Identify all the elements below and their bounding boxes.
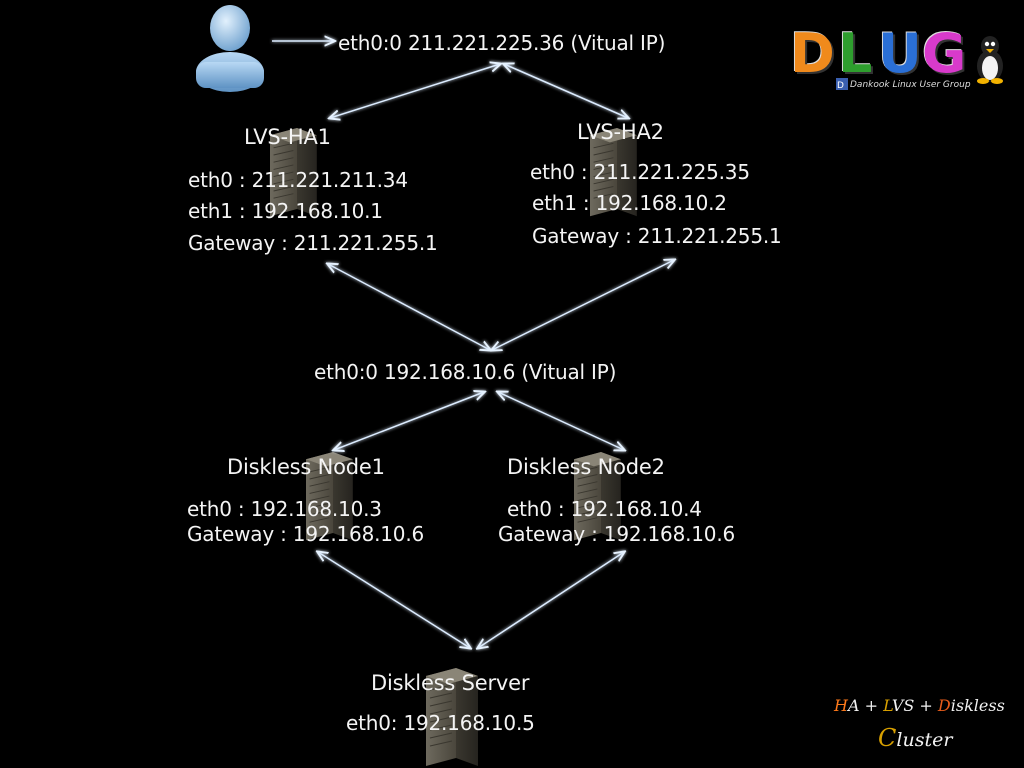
user-icon (196, 5, 264, 92)
diskless-server-eth0: eth0: 192.168.10.5 (346, 711, 535, 735)
lvs-ha1-title: LVS-HA1 (244, 125, 331, 149)
caption-line2: Cluster (878, 724, 952, 752)
ha2-vip2-connector (492, 260, 674, 350)
svg-text:D: D (837, 81, 844, 90)
vip2-node1-connector (334, 392, 484, 450)
caption-a: A (847, 696, 860, 715)
node1-gateway: Gateway : 192.168.10.6 (187, 522, 424, 546)
caption-c: C (878, 724, 897, 752)
logo-letter-g: G (922, 22, 967, 85)
caption-plus2: + (914, 696, 938, 715)
caption-d: D (937, 696, 951, 715)
logo-letter-l: L (838, 22, 873, 85)
logo-letter-u: U (878, 22, 922, 85)
lvs-ha1-eth1: eth1 : 192.168.10.1 (188, 199, 383, 223)
lvs-ha1-eth0: eth0 : 211.221.211.34 (188, 168, 408, 192)
vip2-node2-connector (498, 392, 624, 450)
inner-virtual-ip-label: eth0:0 192.168.10.6 (Vitual IP) (314, 360, 617, 384)
caption-line1: HA + LVS + Diskless (834, 696, 1005, 715)
node1-title: Diskless Node1 (227, 455, 385, 479)
lvs-ha1-gateway: Gateway : 211.221.255.1 (188, 231, 438, 255)
vip-ha2-connector (504, 64, 628, 118)
tux-penguin-icon (977, 36, 1003, 84)
node2-gateway: Gateway : 192.168.10.6 (498, 522, 735, 546)
lvs-ha2-eth0: eth0 : 211.221.225.35 (530, 160, 750, 184)
top-virtual-ip-label: eth0:0 211.221.225.36 (Vitual IP) (338, 31, 666, 55)
dlug-subtitle: Dankook Linux User Group (850, 80, 971, 90)
node2-title: Diskless Node2 (507, 455, 665, 479)
dlug-logo: D L U G D Dankook Linux User Group (788, 22, 1008, 102)
caption-iskless: iskless (950, 696, 1005, 715)
cluster-caption: HA + LVS + Diskless Cluster (834, 694, 1014, 754)
node2-server-connector (478, 552, 624, 648)
node2-eth0: eth0 : 192.168.10.4 (507, 497, 702, 521)
diskless-server-title: Diskless Server (371, 671, 530, 695)
ha1-vip2-connector (328, 264, 490, 350)
node1-server-connector (318, 552, 470, 648)
lvs-ha2-title: LVS-HA2 (577, 120, 664, 144)
lvs-ha2-gateway: Gateway : 211.221.255.1 (532, 224, 782, 248)
caption-vs: VS (891, 696, 915, 715)
node1-eth0: eth0 : 192.168.10.3 (187, 497, 382, 521)
caption-l: L (883, 696, 892, 715)
logo-letter-d: D (790, 22, 835, 85)
caption-h: H (834, 696, 848, 715)
caption-plus1: + (859, 696, 884, 715)
vip-ha1-connector (330, 64, 500, 118)
dlug-mini-logo-icon: D (836, 78, 848, 90)
caption-luster: luster (896, 729, 953, 751)
lvs-ha2-eth1: eth1 : 192.168.10.2 (532, 191, 727, 215)
